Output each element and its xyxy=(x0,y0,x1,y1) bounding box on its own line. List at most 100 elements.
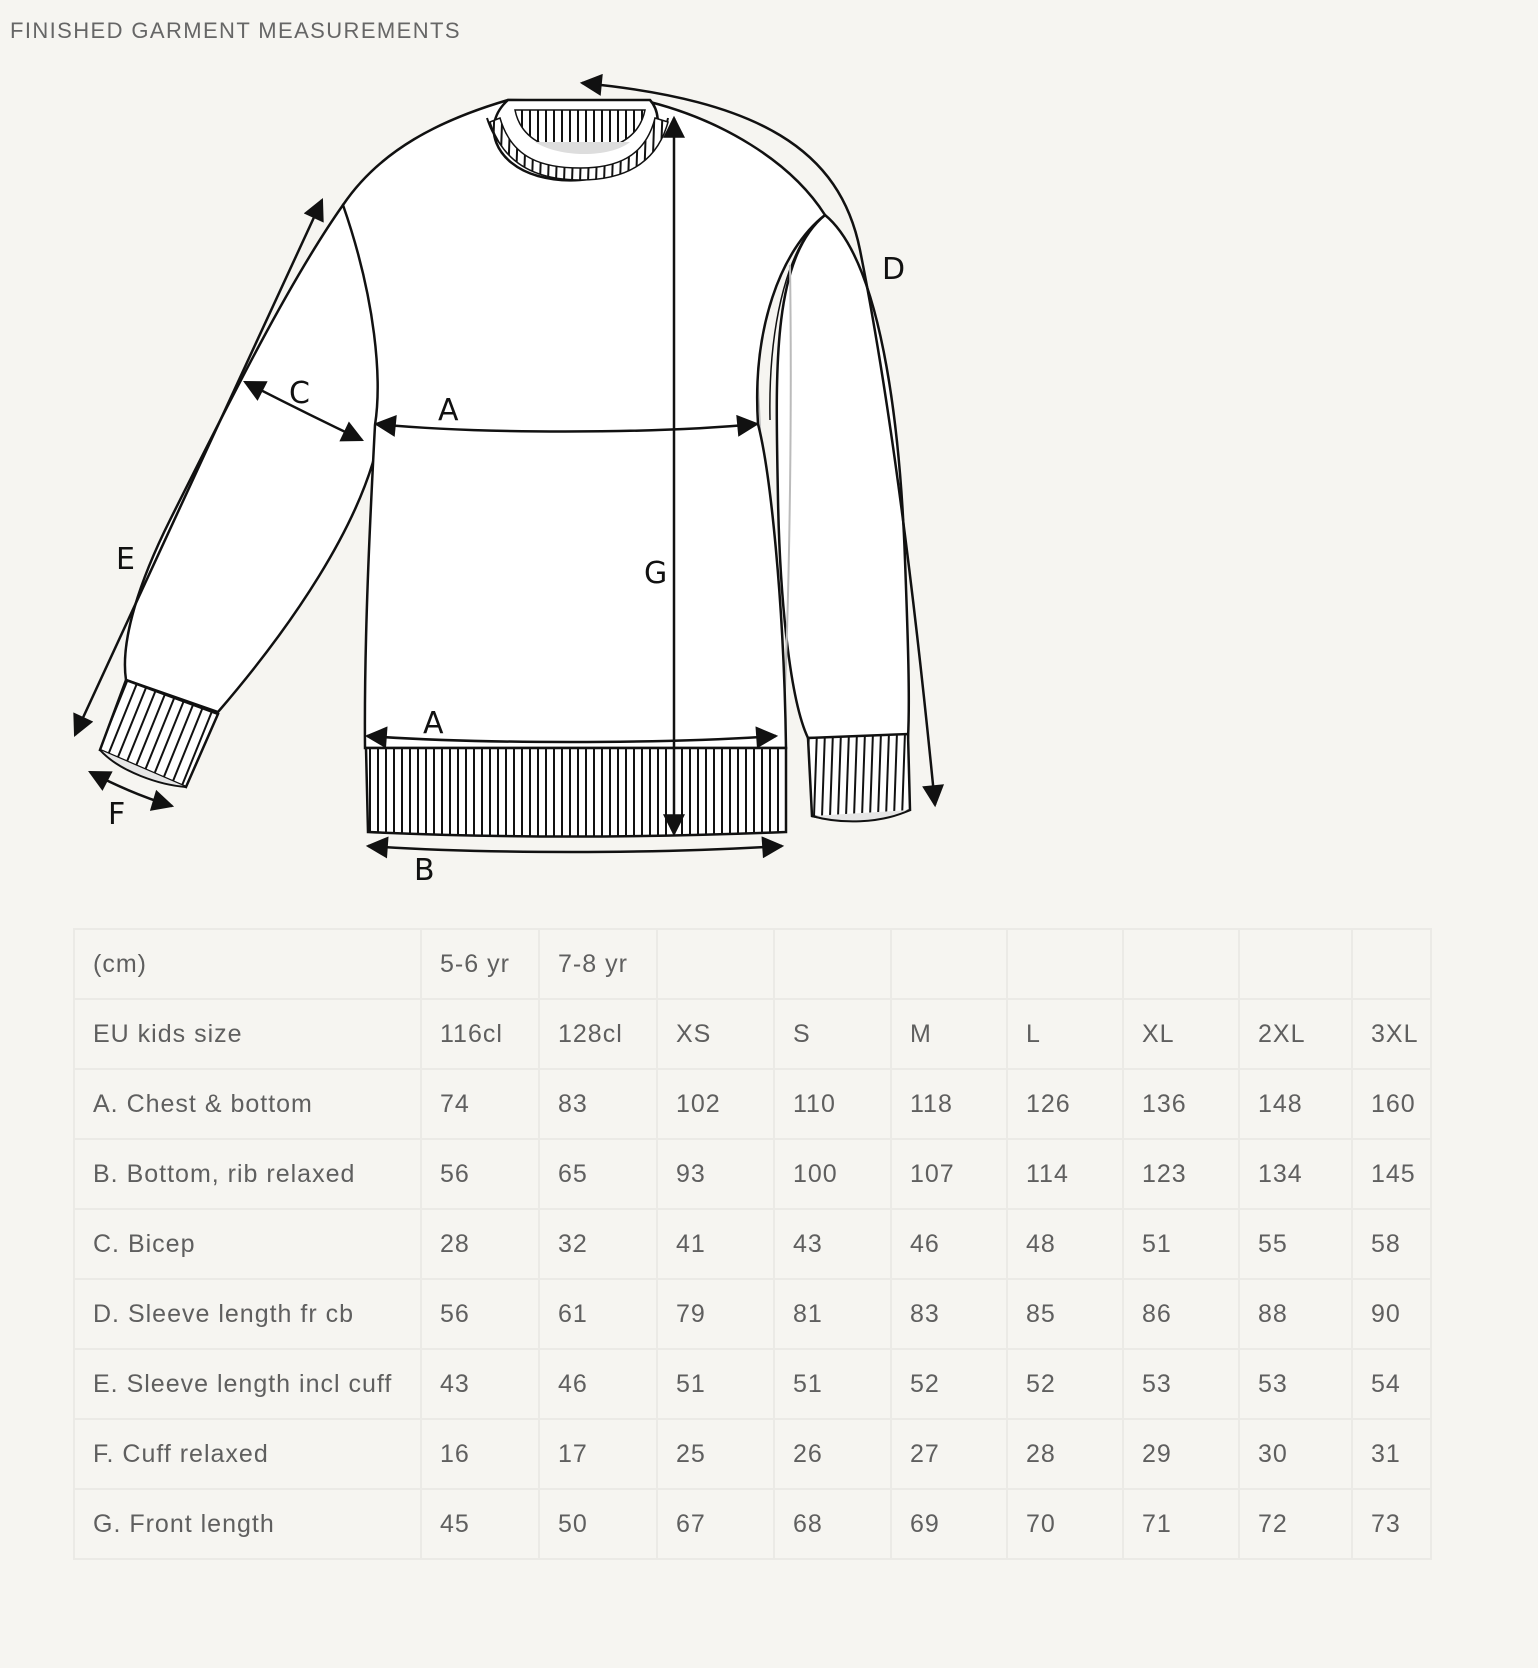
table-row: A. Chest & bottom 74 83 102 110 118 126 … xyxy=(73,1068,1432,1140)
value-cell: 68 xyxy=(773,1488,892,1560)
value-cell: 61 xyxy=(538,1278,658,1350)
value-cell: 134 xyxy=(1238,1138,1353,1210)
age-cell xyxy=(773,928,892,1000)
row-label: A. Chest & bottom xyxy=(73,1068,422,1140)
age-cell: 5-6 yr xyxy=(420,928,540,1000)
value-cell: 69 xyxy=(890,1488,1008,1560)
value-cell: 145 xyxy=(1351,1138,1432,1210)
value-cell: 74 xyxy=(420,1068,540,1140)
value-cell: 51 xyxy=(1122,1208,1240,1280)
table-row: G. Front length 45 50 67 68 69 70 71 72 … xyxy=(73,1488,1432,1560)
value-cell: 88 xyxy=(1238,1278,1353,1350)
unit-label: (cm) xyxy=(73,928,422,1000)
age-cell xyxy=(890,928,1008,1000)
label-e: E xyxy=(116,542,135,577)
value-cell: 118 xyxy=(890,1068,1008,1140)
value-cell: 28 xyxy=(420,1208,540,1280)
table-row-age: (cm) 5-6 yr 7-8 yr xyxy=(73,928,1432,1000)
value-cell: 160 xyxy=(1351,1068,1432,1140)
value-cell: 123 xyxy=(1122,1138,1240,1210)
value-cell: 102 xyxy=(656,1068,775,1140)
value-cell: 50 xyxy=(538,1488,658,1560)
size-cell: XL xyxy=(1122,998,1240,1070)
value-cell: 55 xyxy=(1238,1208,1353,1280)
value-cell: 53 xyxy=(1238,1348,1353,1420)
size-cell: S xyxy=(773,998,892,1070)
value-cell: 86 xyxy=(1122,1278,1240,1350)
row-label: EU kids size xyxy=(73,998,422,1070)
age-cell xyxy=(1238,928,1353,1000)
value-cell: 54 xyxy=(1351,1348,1432,1420)
table-row: E. Sleeve length incl cuff 43 46 51 51 5… xyxy=(73,1348,1432,1420)
value-cell: 46 xyxy=(890,1208,1008,1280)
value-cell: 17 xyxy=(538,1418,658,1490)
value-cell: 32 xyxy=(538,1208,658,1280)
label-a-bottom: A xyxy=(423,706,444,741)
value-cell: 29 xyxy=(1122,1418,1240,1490)
size-cell: 128cl xyxy=(538,998,658,1070)
value-cell: 72 xyxy=(1238,1488,1353,1560)
value-cell: 27 xyxy=(890,1418,1008,1490)
row-label: D. Sleeve length fr cb xyxy=(73,1278,422,1350)
value-cell: 48 xyxy=(1006,1208,1124,1280)
value-cell: 83 xyxy=(538,1068,658,1140)
value-cell: 110 xyxy=(773,1068,892,1140)
left-sleeve xyxy=(98,202,386,789)
size-cell: L xyxy=(1006,998,1124,1070)
row-label: B. Bottom, rib relaxed xyxy=(73,1138,422,1210)
value-cell: 52 xyxy=(890,1348,1008,1420)
garment-body xyxy=(341,98,827,838)
size-cell: 2XL xyxy=(1238,998,1353,1070)
label-d: D xyxy=(882,252,905,287)
value-cell: 51 xyxy=(656,1348,775,1420)
value-cell: 28 xyxy=(1006,1418,1124,1490)
age-cell xyxy=(1351,928,1432,1000)
value-cell: 81 xyxy=(773,1278,892,1350)
table-row: B. Bottom, rib relaxed 56 65 93 100 107 … xyxy=(73,1138,1432,1210)
size-cell: 3XL xyxy=(1351,998,1432,1070)
value-cell: 53 xyxy=(1122,1348,1240,1420)
label-g: G xyxy=(644,556,667,591)
age-cell: 7-8 yr xyxy=(538,928,658,1000)
age-cell xyxy=(656,928,775,1000)
label-c: C xyxy=(289,376,310,411)
value-cell: 25 xyxy=(656,1418,775,1490)
table-row: C. Bicep 28 32 41 43 46 48 51 55 58 xyxy=(73,1208,1432,1280)
measurement-table: (cm) 5-6 yr 7-8 yr EU kids size 116cl 12… xyxy=(73,928,1432,1560)
measurement-arrows xyxy=(73,73,945,859)
value-cell: 67 xyxy=(656,1488,775,1560)
value-cell: 56 xyxy=(420,1278,540,1350)
value-cell: 41 xyxy=(656,1208,775,1280)
page-title: FINISHED GARMENT MEASUREMENTS xyxy=(10,18,461,43)
value-cell: 26 xyxy=(773,1418,892,1490)
label-f: F xyxy=(108,797,125,832)
value-cell: 136 xyxy=(1122,1068,1240,1140)
row-label: F. Cuff relaxed xyxy=(73,1418,422,1490)
value-cell: 93 xyxy=(656,1138,775,1210)
value-cell: 43 xyxy=(773,1208,892,1280)
value-cell: 126 xyxy=(1006,1068,1124,1140)
value-cell: 85 xyxy=(1006,1278,1124,1350)
value-cell: 100 xyxy=(773,1138,892,1210)
size-cell: M xyxy=(890,998,1008,1070)
label-a-chest: A xyxy=(438,393,459,428)
row-label: G. Front length xyxy=(73,1488,422,1560)
value-cell: 148 xyxy=(1238,1068,1353,1140)
age-cell xyxy=(1122,928,1240,1000)
table-row: D. Sleeve length fr cb 56 61 79 81 83 85… xyxy=(73,1278,1432,1350)
value-cell: 71 xyxy=(1122,1488,1240,1560)
garment-diagram: A A B C D E F G xyxy=(0,60,1060,940)
value-cell: 90 xyxy=(1351,1278,1432,1350)
value-cell: 30 xyxy=(1238,1418,1353,1490)
value-cell: 46 xyxy=(538,1348,658,1420)
size-cell: 116cl xyxy=(420,998,540,1070)
value-cell: 114 xyxy=(1006,1138,1124,1210)
value-cell: 16 xyxy=(420,1418,540,1490)
value-cell: 65 xyxy=(538,1138,658,1210)
value-cell: 70 xyxy=(1006,1488,1124,1560)
value-cell: 73 xyxy=(1351,1488,1432,1560)
value-cell: 45 xyxy=(420,1488,540,1560)
table-row-sizes: EU kids size 116cl 128cl XS S M L XL 2XL… xyxy=(73,998,1432,1070)
value-cell: 52 xyxy=(1006,1348,1124,1420)
value-cell: 51 xyxy=(773,1348,892,1420)
